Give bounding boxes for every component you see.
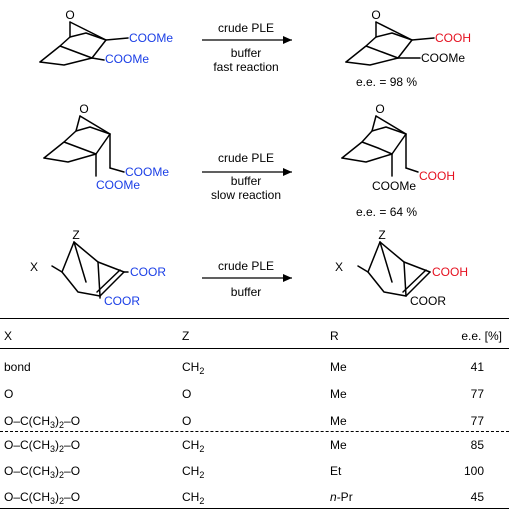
reaction-2-ee: e.e. = 64 % (356, 205, 417, 219)
reaction-1-condition-1: buffer (231, 46, 261, 60)
row-3-z: O (182, 414, 192, 428)
reaction-1-reactant: O COOMe COOMe (39, 8, 173, 66)
reaction-1-ee: e.e. = 98 % (356, 75, 417, 89)
row-1-z: CH2 (182, 360, 205, 376)
reaction-3-reagent: crude PLE (218, 259, 274, 273)
row-6-x: O–C(CH3)2–O (4, 490, 81, 506)
reaction-3-product-ester: COOR (410, 294, 446, 308)
reaction-2-product-oxygen: O (375, 102, 384, 116)
reaction-2-condition-2: slow reaction (211, 188, 281, 202)
header-z: Z (182, 329, 190, 343)
header-r: R (330, 329, 339, 343)
reaction-1-product-ester: COOMe (421, 51, 465, 65)
reaction-3-product: Z X COOH COOR (335, 228, 468, 308)
row-1-ee: 41 (470, 360, 484, 374)
row-3-ee: 77 (470, 414, 484, 428)
reaction-1-reactant-oxygen: O (65, 8, 74, 22)
reaction-2-reagent: crude PLE (218, 151, 274, 165)
reaction-3-reactant-ester-1: COOR (130, 265, 166, 279)
row-2-z: O (182, 387, 192, 401)
row-1-x: bond (4, 360, 31, 374)
reaction-2-reactant: O COOMe COOMe (43, 102, 169, 192)
reaction-2-reactant-oxygen: O (79, 102, 88, 116)
reaction-2-reactant-ester-2: COOMe (96, 178, 140, 192)
reaction-2-product-acid: COOH (419, 169, 455, 183)
table-header-rule (0, 348, 509, 349)
reaction-1-product: O COOH COOMe e.e. = 98 % (345, 8, 471, 89)
table-dashed-divider (0, 431, 509, 432)
row-2-x: O (4, 387, 14, 401)
reaction-1-product-acid: COOH (435, 31, 471, 45)
reaction-3-arrowhead (283, 274, 292, 282)
row-5-r: Et (330, 464, 342, 478)
row-1-r: Me (330, 360, 347, 374)
header-x: X (4, 329, 13, 343)
reaction-1-arrowhead (283, 36, 292, 44)
row-2-r: Me (330, 387, 347, 401)
reaction-1-reactant-ester-1: COOMe (129, 31, 173, 45)
reaction-3: Z X COOR COOR crude PLE buffer Z X COOH … (30, 228, 468, 308)
reaction-3-product-acid: COOH (432, 265, 468, 279)
reaction-2-product: O COOH COOMe e.e. = 64 % (341, 102, 455, 219)
row-5-x: O–C(CH3)2–O (4, 464, 81, 480)
reaction-3-reactant-z: Z (72, 228, 79, 242)
row-5-ee: 100 (463, 464, 484, 478)
row-6-z: CH2 (182, 490, 205, 506)
reaction-1-reagent: crude PLE (218, 21, 274, 35)
reaction-2-reactant-ester-1: COOMe (125, 165, 169, 179)
row-4-z: CH2 (182, 438, 205, 454)
reaction-1: O COOMe COOMe crude PLE buffer fast reac… (39, 8, 471, 89)
table-bottom-rule (0, 508, 509, 509)
reaction-3-product-x: X (335, 260, 343, 274)
reaction-3-reactant: Z X COOR COOR (30, 228, 166, 308)
header-ee: e.e. [%] (461, 329, 502, 343)
reaction-3-reactant-ester-2: COOR (104, 294, 140, 308)
table-top-rule (0, 318, 509, 319)
reaction-1-product-oxygen: O (371, 8, 380, 22)
reaction-2-product-ester: COOMe (372, 179, 416, 193)
row-3-r: Me (330, 414, 347, 428)
row-4-r: Me (330, 438, 347, 452)
row-6-ee: 45 (470, 490, 484, 504)
reaction-2-arrowhead (283, 168, 292, 176)
reaction-3-product-z: Z (378, 228, 385, 242)
row-2-ee: 77 (470, 387, 484, 401)
reaction-1-condition-2: fast reaction (213, 60, 278, 74)
reaction-1-reactant-ester-2: COOMe (105, 52, 149, 66)
row-4-x: O–C(CH3)2–O (4, 438, 81, 454)
reaction-3-condition-1: buffer (231, 285, 261, 299)
row-3-x: O–C(CH3)2–O (4, 414, 81, 430)
reaction-2: O COOMe COOMe crude PLE buffer slow reac… (43, 102, 455, 219)
row-5-z: CH2 (182, 464, 205, 480)
reaction-2-condition-1: buffer (231, 174, 261, 188)
reaction-3-reactant-x: X (30, 260, 38, 274)
row-4-ee: 85 (470, 438, 484, 452)
row-6-r: n-Pr (330, 490, 353, 504)
